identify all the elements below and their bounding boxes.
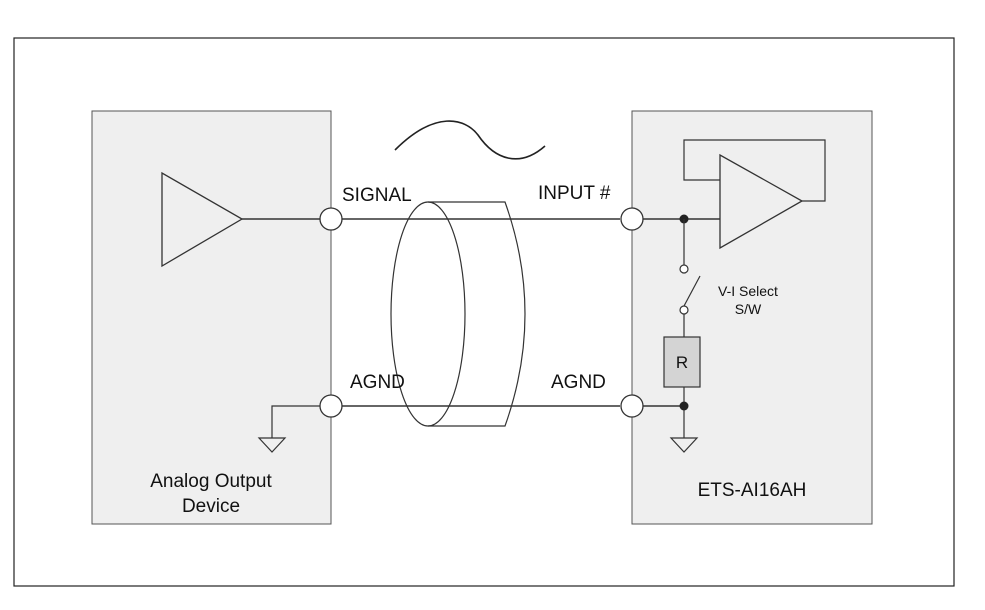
signal-wave-icon <box>394 120 546 160</box>
switch-label-line1: V-I Select <box>718 283 778 299</box>
signal-terminal <box>319 207 343 231</box>
input-label: INPUT # <box>538 183 611 204</box>
resistor-icon <box>663 336 701 388</box>
right-ground-icon <box>669 437 699 453</box>
output-amplifier-icon <box>161 171 244 268</box>
input-terminal <box>620 207 644 231</box>
switch-upper-contact <box>679 264 689 274</box>
left-ground-wire <box>271 405 320 438</box>
analog-output-device-box <box>91 110 332 525</box>
input-buffer-amplifier-icon <box>719 153 804 250</box>
agnd-left-label: AGND <box>350 372 405 393</box>
left-device-label-line1: Analog Output <box>150 471 272 492</box>
agnd-right-label: AGND <box>551 372 606 393</box>
buffer-feedback-wire <box>683 139 826 202</box>
shield-outline <box>428 201 526 427</box>
signal-label: SIGNAL <box>342 185 412 206</box>
switch-label-line2: S/W <box>735 301 762 317</box>
switch-lower-contact <box>679 305 689 315</box>
left-ground-icon <box>257 437 287 453</box>
resistor-label: R <box>676 353 688 372</box>
agnd-right-terminal <box>620 394 644 418</box>
right-device-label: ETS-AI16AH <box>698 480 807 501</box>
switch-blade <box>683 275 701 307</box>
left-device-label-line2: Device <box>182 496 240 517</box>
agnd-junction-dot <box>679 401 689 411</box>
ets-ai16ah-box <box>631 110 873 525</box>
agnd-left-terminal <box>319 394 343 418</box>
